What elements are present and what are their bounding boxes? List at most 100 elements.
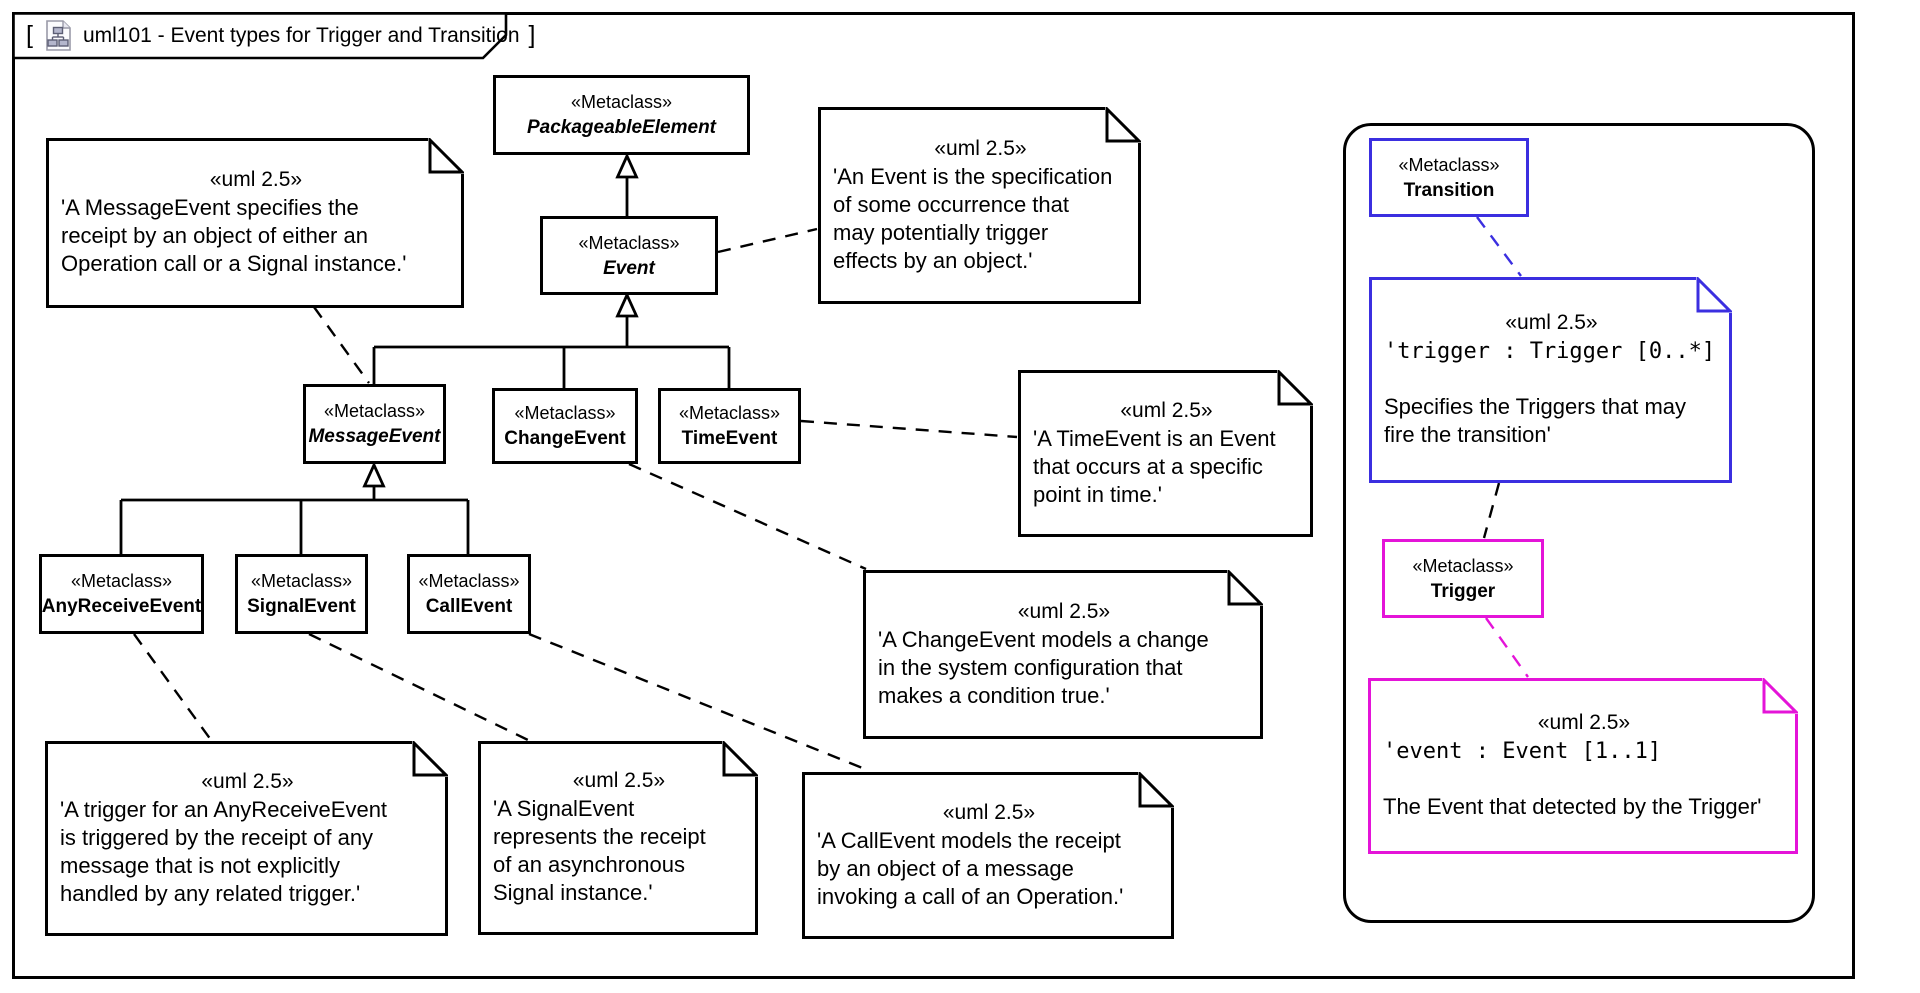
note-text-line: receipt by an object of either an: [61, 223, 368, 248]
note-text-line: 'A TimeEvent is an Event: [1033, 425, 1276, 451]
note-text-line: of an asynchronous: [493, 852, 686, 877]
class-changeevent[interactable]: «Metaclass» ChangeEvent: [492, 388, 638, 464]
class-name: Transition: [1403, 179, 1495, 201]
note-text-line: fire the transition': [1384, 422, 1551, 447]
note-text-line: 'A MessageEvent specifies the: [61, 195, 359, 220]
note-fold-icon: [1227, 568, 1265, 606]
tab-open-bracket: [: [26, 20, 33, 49]
note-transition-trigger-attribute[interactable]: «uml 2.5» 'trigger : Trigger [0..*] Spec…: [1369, 275, 1734, 483]
diagram-frame-border: [12, 12, 1855, 979]
note-stereotype: «uml 2.5»: [1537, 711, 1631, 734]
note-text-line: may potentially trigger: [833, 219, 1049, 245]
note-text-line: makes a condition true.': [878, 682, 1110, 708]
note-text-line: of some occurrence that: [833, 191, 1070, 217]
stereotype-label: «Metaclass»: [418, 571, 520, 591]
note-stereotype: «uml 2.5»: [942, 800, 1036, 824]
stereotype-label: «Metaclass»: [1398, 154, 1500, 175]
note-text-line: Operation call or a Signal instance.': [61, 251, 407, 276]
stereotype-label: «Metaclass»: [514, 403, 616, 423]
note-text-line: effects by an object.': [833, 247, 1033, 273]
note-text-line: handled by any related trigger.': [60, 880, 361, 906]
class-trigger[interactable]: «Metaclass» Trigger: [1382, 539, 1544, 618]
note-fold-icon: [1138, 770, 1176, 808]
note-text-line: Specifies the Triggers that may: [1384, 394, 1687, 419]
note-fold-icon: [1696, 275, 1734, 313]
note-fold-icon: [1762, 676, 1800, 714]
class-name: ChangeEvent: [504, 428, 626, 449]
note-event[interactable]: «uml 2.5» 'An Event is the specification…: [818, 105, 1143, 304]
note-timeevent[interactable]: «uml 2.5» 'A TimeEvent is an Event that …: [1018, 368, 1315, 537]
note-stereotype: «uml 2.5»: [1017, 599, 1111, 623]
class-name: MessageEvent: [308, 426, 441, 447]
note-text-line: 'A ChangeEvent models a change: [878, 626, 1209, 652]
note-text-line: 'A trigger for an AnyReceiveEvent: [60, 796, 388, 822]
note-code-line: 'trigger : Trigger [0..*]: [1384, 339, 1716, 364]
generalization-event-packageableelement: [615, 152, 639, 216]
note-stereotype: «uml 2.5»: [209, 168, 303, 191]
diagram-tab-shape: [12, 12, 508, 60]
note-text-line: The Event that detected by the Trigger': [1383, 794, 1762, 819]
note-trigger-event-attribute[interactable]: «uml 2.5» 'event : Event [1..1] The Even…: [1368, 676, 1800, 854]
class-name: Trigger: [1430, 580, 1496, 602]
class-name: AnyReceiveEvent: [41, 596, 202, 617]
stereotype-label: «Metaclass»: [1412, 555, 1514, 576]
note-text-line: 'An Event is the specification: [833, 163, 1113, 189]
note-stereotype: «uml 2.5»: [934, 136, 1027, 160]
note-fold-icon: [1105, 105, 1143, 143]
class-messageevent[interactable]: «Metaclass» MessageEvent: [303, 384, 446, 464]
note-stereotype: «uml 2.5»: [201, 769, 294, 793]
note-changeevent[interactable]: «uml 2.5» 'A ChangeEvent models a change…: [863, 568, 1265, 739]
note-fold-icon: [412, 739, 450, 777]
note-text-line: message that is not explicitly: [60, 852, 341, 878]
stereotype-label: «Metaclass»: [570, 92, 673, 112]
note-code-line: 'event : Event [1..1]: [1383, 739, 1662, 764]
note-text-line: is triggered by the receipt of any: [60, 824, 374, 850]
class-name: TimeEvent: [681, 428, 778, 449]
note-stereotype: «uml 2.5»: [1120, 398, 1213, 422]
note-anchor-trigger: [1485, 617, 1529, 678]
stereotype-label: «Metaclass»: [70, 571, 173, 591]
note-fold-icon: [428, 136, 466, 174]
class-anyreceiveevent[interactable]: «Metaclass» AnyReceiveEvent: [39, 554, 204, 634]
class-timeevent[interactable]: «Metaclass» TimeEvent: [658, 388, 801, 464]
note-anyreceiveevent[interactable]: «uml 2.5» 'A trigger for an AnyReceiveEv…: [45, 739, 450, 936]
class-event[interactable]: «Metaclass» Event: [540, 216, 718, 295]
note-text-line: 'A CallEvent models the receipt: [817, 827, 1121, 853]
generalization-tree-event-children: [372, 291, 731, 388]
class-name: Event: [603, 257, 655, 279]
class-name: SignalEvent: [247, 596, 356, 617]
note-text-line: point in time.': [1033, 481, 1162, 507]
tab-close-bracket: ]: [528, 20, 536, 49]
class-signalevent[interactable]: «Metaclass» SignalEvent: [235, 554, 368, 634]
diagram-icon: [42, 19, 74, 53]
note-signalevent[interactable]: «uml 2.5» 'A SignalEvent represents the …: [478, 739, 760, 935]
class-packageableelement[interactable]: «Metaclass» PackageableElement: [493, 75, 750, 155]
class-name: PackageableElement: [526, 117, 717, 138]
diagram-title: uml101 - Event types for Trigger and Tra…: [82, 24, 520, 47]
note-text-line: invoking a call of an Operation.': [817, 883, 1124, 909]
note-anchor-transition: [1476, 216, 1522, 277]
note-fold-icon: [722, 739, 760, 777]
trigger-transition-group-panel: [1343, 123, 1815, 923]
class-transition[interactable]: «Metaclass» Transition: [1369, 138, 1529, 217]
note-stereotype: «uml 2.5»: [572, 769, 666, 792]
note-text-line: represents the receipt: [493, 824, 706, 849]
note-fold-icon: [1277, 368, 1315, 406]
note-callevent[interactable]: «uml 2.5» 'A CallEvent models the receip…: [802, 770, 1176, 939]
stereotype-label: «Metaclass»: [250, 571, 353, 591]
stereotype-label: «Metaclass»: [323, 401, 426, 421]
note-text-line: 'A SignalEvent: [493, 796, 635, 821]
note-messageevent[interactable]: «uml 2.5» 'A MessageEvent specifies the …: [46, 136, 466, 308]
note-anchor-lines: [133, 227, 1501, 773]
diagram-tab: [ uml101 - Event types for Trigger and T…: [26, 17, 535, 55]
note-stereotype: «uml 2.5»: [1505, 311, 1598, 334]
note-blank-line: [1384, 367, 1719, 393]
note-text-line: Signal instance.': [493, 880, 653, 905]
class-callevent[interactable]: «Metaclass» CallEvent: [407, 554, 531, 634]
stereotype-label: «Metaclass»: [678, 403, 781, 423]
note-text-line: in the system configuration that: [878, 654, 1183, 680]
class-name: CallEvent: [425, 596, 513, 617]
note-text-line: that occurs at a specific: [1033, 453, 1263, 479]
